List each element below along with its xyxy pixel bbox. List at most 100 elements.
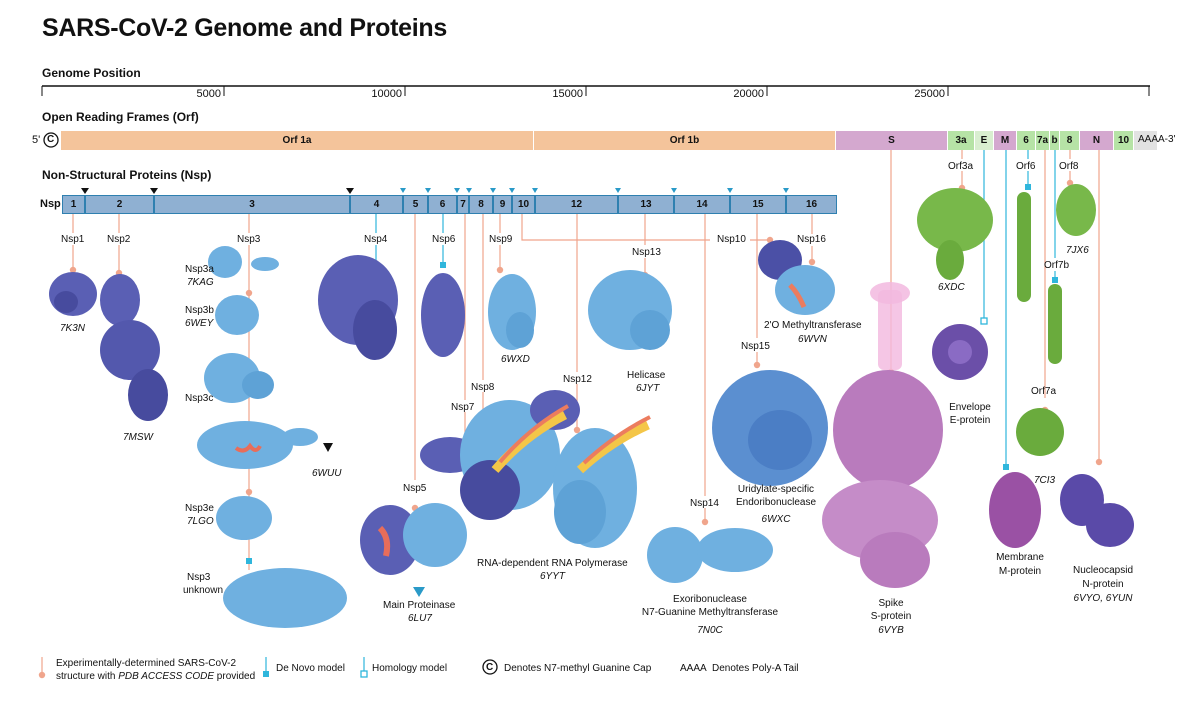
nsp3-structures (197, 246, 347, 628)
nsp8-label: Nsp8 (471, 382, 495, 393)
nsp16-label: Nsp16 (797, 234, 826, 245)
spike-desc2: S-protein (870, 611, 912, 622)
orf-segment-orf1b: Orf 1b (534, 131, 836, 150)
nsp15-desc2: Endoribonuclease (735, 497, 817, 508)
orf7a-pdb-code: 7CI3 (1034, 475, 1056, 486)
legend-denovo: De Novo model (276, 663, 345, 674)
genome-tick-label: 15000 (552, 88, 583, 100)
nsp3e-pdb-code: 7LGO (187, 516, 214, 527)
nsp12-label: Nsp12 (563, 374, 592, 385)
envelope-structure (932, 324, 988, 380)
orf7b-label: Orf7b (1044, 260, 1070, 271)
orf-segment-10: 10 (1114, 131, 1134, 150)
poly-a-tail-cell (1134, 131, 1158, 150)
nsp10-label: Nsp10 (717, 234, 746, 245)
orf3a-structure (917, 188, 993, 280)
legend-tail: Denotes Poly-A Tail (712, 663, 799, 674)
membrane-structure (989, 472, 1041, 548)
cap-symbol-label: C (47, 134, 55, 145)
genome-tick-label: 25000 (914, 88, 945, 100)
nsp-segment-3: 3 (154, 195, 350, 214)
orf3a-pdb-code: 6XDC (938, 282, 965, 293)
nsp-segment-5: 5 (403, 195, 428, 214)
nsp2-pdb-code: 7MSW (123, 432, 153, 443)
nsp-row-label: Nsp (40, 198, 61, 210)
nsp-segment-1: 1 (62, 195, 85, 214)
nsp5-label: Nsp5 (403, 483, 427, 494)
nsp5-structure (360, 503, 467, 575)
legend-experimental-prefix: structure with (56, 671, 116, 682)
nsp1-pdb-code: 7K3N (60, 323, 86, 334)
nucleocapsid-desc: Nucleocapsid (1072, 565, 1134, 576)
orf-segment-8: 8 (1060, 131, 1080, 150)
genome-tick-label: 20000 (733, 88, 764, 100)
nsp-segment-13: 13 (618, 195, 674, 214)
page-title: SARS-CoV-2 Genome and Proteins (42, 14, 447, 42)
nsp-segment-16: 16 (786, 195, 837, 214)
orf-segment-e: E (975, 131, 994, 150)
legend-tail-symbol: AAAA (680, 663, 707, 674)
nsp14-pdb-code: 7N0C (697, 625, 723, 636)
nsp5-pdb-code: 6LU7 (408, 613, 432, 624)
nsp6-label: Nsp6 (432, 234, 456, 245)
cleavage-markers (81, 188, 789, 194)
nsp16-pdb-code: 6WVN (798, 334, 827, 345)
nsp4-structure (318, 255, 398, 360)
nsp9-label: Nsp9 (489, 234, 513, 245)
nsp9-pdb-code: 6WXD (501, 354, 530, 365)
orf-segment-3a: 3a (948, 131, 975, 150)
nsp12-pdb-code: 6YYT (540, 571, 566, 582)
nsp-segment-7: 7 (457, 195, 469, 214)
orf-segment-s: S (836, 131, 948, 150)
spike-desc: Spike (878, 598, 904, 609)
legend-icons (38, 657, 498, 679)
orf-segment-orf1a: Orf 1a (61, 131, 534, 150)
legend-experimental: Experimentally-determined SARS-CoV-2 str… (56, 657, 255, 683)
nsp2-structure (100, 274, 168, 421)
nsp-segment-12: 12 (535, 195, 618, 214)
nsp13-desc: Helicase (627, 370, 666, 381)
nsp13-structure (588, 270, 672, 350)
membrane-desc: Membrane (996, 552, 1044, 563)
envelope-desc: Envelope (949, 402, 991, 413)
nsp3b-label: Nsp3b (185, 305, 214, 316)
spike-structure (822, 282, 943, 588)
nsp16-desc: 2'O Methyltransferase (764, 320, 862, 331)
spike-pdb-code: 6VYB (878, 625, 904, 636)
nsp3-label: Nsp3 (237, 234, 261, 245)
nsp3e-label: Nsp3e (185, 503, 214, 514)
orf-segment-7b: b (1050, 131, 1060, 150)
five-prime-label: 5' (32, 134, 41, 146)
nucleocapsid-desc2: N-protein (1082, 579, 1124, 590)
genome-tick-label: 10000 (371, 88, 402, 100)
legend-experimental-suffix: provided (216, 671, 256, 682)
nsp-segment-10: 10 (512, 195, 535, 214)
orf-segment-n: N (1080, 131, 1114, 150)
nucleocapsid-pdb-code: 6VYO, 6YUN (1073, 593, 1133, 604)
nsp15-desc: Uridylate-specific (737, 484, 815, 495)
nsp9-structure (488, 274, 536, 350)
nsp3a-pdb-code: 7KAG (187, 277, 214, 288)
plpro-pdb-code: 6WUU (312, 468, 342, 479)
cap-circle-icon (43, 132, 59, 148)
nsp3-unknown-label: Nsp3 (187, 572, 211, 583)
orf7a-structure (1016, 408, 1064, 456)
mpro-marker-icon (413, 587, 425, 597)
nsp3-unknown-sublabel: unknown (183, 585, 224, 596)
nsp12-structure (553, 415, 651, 548)
nsp7-label: Nsp7 (451, 402, 475, 413)
legend-experimental-line1: Experimentally-determined SARS-CoV-2 (56, 658, 237, 669)
nsp-segment-2: 2 (85, 195, 154, 214)
legend-cap-symbol: C (486, 662, 494, 673)
nsp-segment-9: 9 (493, 195, 512, 214)
nsp14-structure (647, 527, 773, 583)
nsp-segment-14: 14 (674, 195, 730, 214)
legend-homology: Homology model (372, 663, 448, 674)
nsp3a-label: Nsp3a (185, 264, 214, 275)
orf8-label: Orf8 (1059, 161, 1079, 172)
genome-tick-label: 5000 (196, 88, 221, 100)
nsp-segment-15: 15 (730, 195, 786, 214)
orf8-structure (1056, 184, 1096, 236)
nsp15-structure (712, 370, 828, 486)
orf7a-label: Orf7a (1031, 386, 1057, 397)
